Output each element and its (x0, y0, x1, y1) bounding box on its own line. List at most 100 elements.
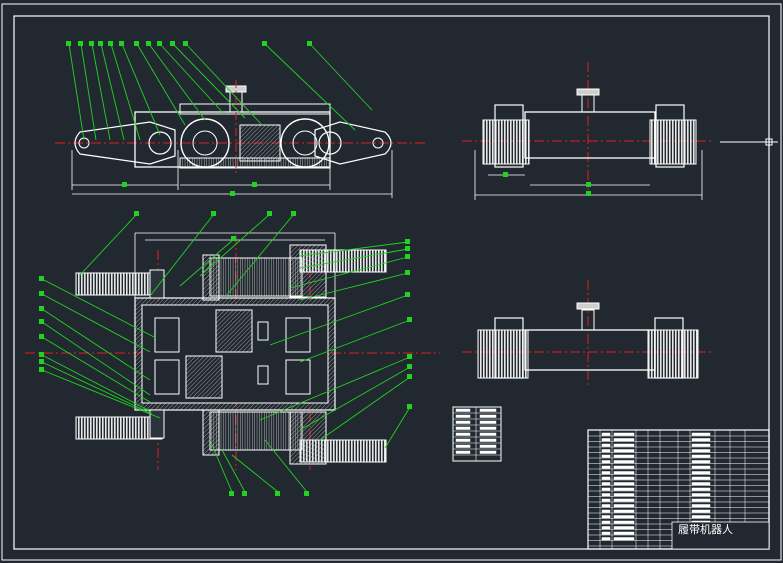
part-number-balloon (39, 306, 44, 311)
parameter-table-value-mark (479, 432, 497, 436)
parts-list-entry-mark (601, 432, 611, 436)
technical-parameter-table (452, 406, 502, 462)
front-view-drive-hub-left (192, 130, 218, 156)
leader-line (121, 43, 161, 136)
parts-list-entry-mark (613, 520, 635, 524)
leader-line (80, 43, 97, 141)
part-number-balloon (39, 291, 44, 296)
parameter-table-label-mark (455, 408, 471, 412)
plan-view-top-right-block (289, 244, 327, 298)
plan-view-motor-upper-left (154, 317, 180, 353)
part-number-balloon (183, 41, 188, 46)
leader-line (319, 376, 411, 441)
parts-list-entry-mark (601, 449, 611, 453)
part-number-balloon (586, 182, 591, 187)
leader-line (41, 361, 153, 415)
parts-list-entry-mark (601, 438, 611, 442)
part-number-balloon (304, 491, 309, 496)
leader-line (269, 294, 409, 346)
leader-line (159, 43, 226, 116)
plan-view-bottom-right-block (289, 411, 327, 465)
projection-crosshair-box (765, 138, 773, 146)
parts-list-entry-mark (601, 531, 611, 535)
leader-line (384, 406, 411, 449)
parameter-table-value-mark (479, 450, 497, 454)
parts-list-entry-mark (601, 454, 611, 458)
part-number-balloon (405, 239, 410, 244)
part-number-balloon (503, 172, 508, 177)
part-number-balloon (231, 236, 236, 241)
drawing-title: 履带机器人 (678, 522, 733, 536)
part-number-balloon (275, 491, 280, 496)
parts-list-entry-mark (601, 509, 611, 513)
leader-line (136, 43, 186, 126)
part-number-balloon (108, 41, 113, 46)
parts-list-entry-mark (691, 432, 711, 436)
plan-view-bottom-center-track (209, 411, 303, 451)
parts-list-entry-mark (613, 454, 635, 458)
parameter-table-value-mark (479, 426, 497, 430)
part-number-balloon (39, 319, 44, 324)
parts-list-entry-mark (691, 515, 711, 519)
parts-list-entry-mark (601, 443, 611, 447)
leader-line (41, 369, 161, 419)
plan-view-slot-upper (257, 321, 269, 341)
parts-list-entry-mark (601, 504, 611, 508)
part-number-balloon (407, 317, 412, 322)
parts-list-entry-mark (691, 509, 711, 513)
rear-view-left-track-pack (477, 329, 529, 379)
outer-frame (1, 3, 782, 561)
parts-list-entry-mark (613, 537, 635, 541)
part-leaders (41, 43, 411, 493)
parts-list-entry-mark (601, 493, 611, 497)
leader-line (299, 241, 409, 257)
part-number-balloon (262, 41, 267, 46)
rear-view-left-drive (494, 317, 524, 379)
leader-line (299, 272, 409, 301)
parts-list-entry-mark (691, 460, 711, 464)
parameter-table-value-mark (479, 408, 497, 412)
parameter-table-value-mark (479, 444, 497, 448)
front-view-right-arm (314, 121, 392, 165)
leader-line (110, 43, 141, 141)
part-number-balloon (134, 41, 139, 46)
part-number-balloon (39, 276, 44, 281)
parts-list-entry-mark (691, 498, 711, 502)
leader-line (299, 319, 411, 363)
leader-line (172, 43, 246, 119)
leader-line (41, 321, 151, 396)
parts-list-entry-mark (613, 432, 635, 436)
parts-list-entry-mark (691, 449, 711, 453)
parts-list-entry-mark (613, 493, 635, 497)
leader-line (41, 293, 151, 353)
part-number-balloon (307, 41, 312, 46)
leader-line (91, 43, 111, 141)
plan-view-slot-lower (257, 365, 269, 385)
part-balloons (39, 41, 591, 496)
part-number-balloon (66, 41, 71, 46)
parts-list-entry-mark (601, 460, 611, 464)
parts-list-entry-mark (601, 520, 611, 524)
parts-list-entry-mark (613, 509, 635, 513)
parts-list-entry-mark (613, 531, 635, 535)
side-view-right-track-pack (649, 119, 697, 165)
leader-line (41, 336, 151, 403)
leader-line (41, 354, 149, 411)
part-number-balloon (39, 367, 44, 372)
part-number-balloon (405, 270, 410, 275)
part-number-balloon (122, 182, 127, 187)
part-number-balloon (252, 182, 257, 187)
parameter-table-label-mark (455, 450, 471, 454)
side-view-mast-cap (576, 88, 600, 96)
parts-list-entry-mark (613, 449, 635, 453)
leader-line (231, 454, 279, 493)
leader-line (185, 43, 263, 126)
parts-list-entry-mark (601, 515, 611, 519)
part-number-balloon (586, 191, 591, 196)
title-block: 履带机器人 (587, 429, 770, 550)
leader-line (264, 439, 308, 493)
parts-list-entry-mark (691, 504, 711, 508)
parts-list-entry-mark (691, 487, 711, 491)
leader-line (259, 356, 411, 421)
front-view-center-gearbox (239, 124, 281, 162)
